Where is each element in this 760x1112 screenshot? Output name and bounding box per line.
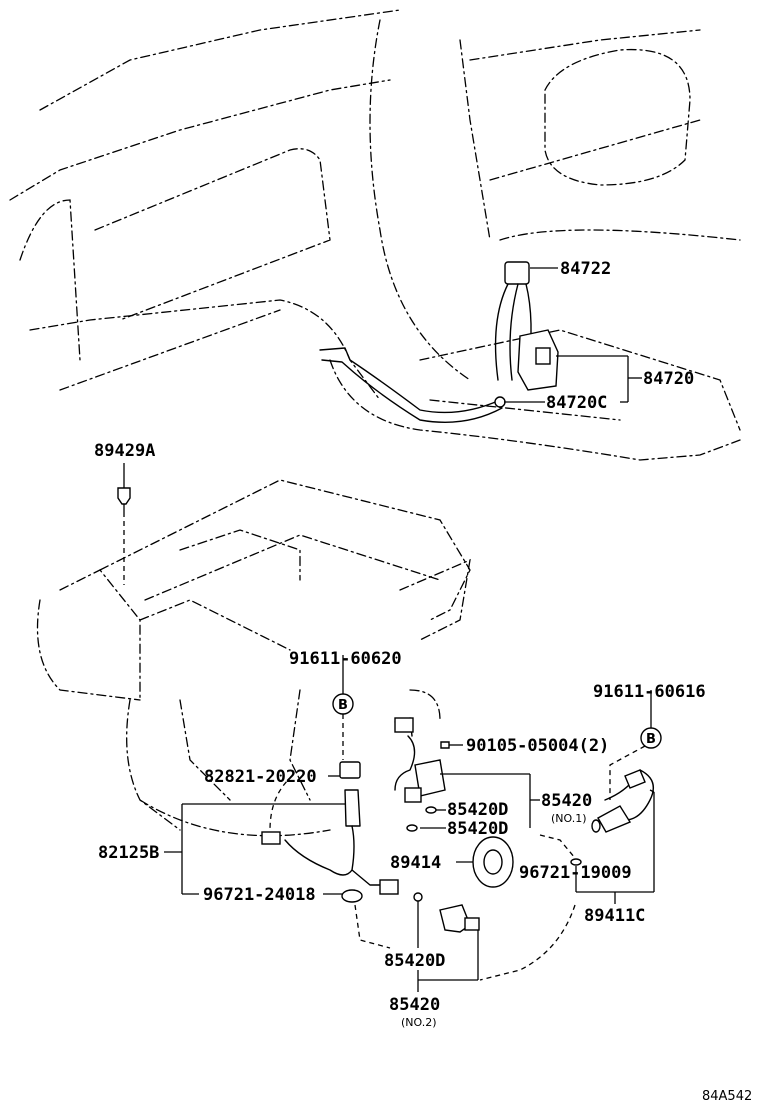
vehicle-body-outline — [9, 9, 741, 461]
label-90105-05004: 90105-05004(2) — [466, 736, 609, 756]
label-91611-60616: 91611-60616 — [593, 682, 706, 702]
label-82125B: 82125B — [98, 843, 159, 863]
label-96721-24018: 96721-24018 — [203, 885, 316, 905]
diagram-reference-code: 84A542 — [702, 1089, 752, 1104]
label-85420-no1: 85420 — [541, 791, 592, 811]
label-85420D-c: 85420D — [384, 951, 445, 971]
callout-b-right: B — [609, 705, 662, 800]
label-82821-20220: 82821-20220 — [204, 767, 317, 787]
callout-b-left-letter: B — [338, 698, 348, 713]
speed-sensor-85420-no1 — [394, 717, 450, 832]
label-85420-no1-sub: (NO.1) — [551, 812, 587, 825]
part-labels: 84722 84720 84720C 89429A 91611-60620 91… — [94, 259, 752, 1104]
rotor-89414 — [472, 836, 514, 888]
label-96721-19009: 96721-19009 — [519, 863, 632, 883]
abs-sensor-89411C — [539, 769, 654, 866]
engine-block-outline — [36, 479, 471, 837]
leader-lines — [164, 267, 655, 992]
label-85420-no2-sub: (NO.2) — [401, 1016, 437, 1029]
callout-b-left: B — [332, 672, 354, 760]
label-84720C: 84720C — [546, 393, 607, 413]
callout-b-right-letter: B — [646, 732, 656, 747]
label-84722: 84722 — [560, 259, 611, 279]
label-85420-no2: 85420 — [389, 995, 440, 1015]
label-89429A: 89429A — [94, 441, 155, 461]
speed-sensor-85420-no2 — [354, 892, 576, 981]
label-84720: 84720 — [643, 369, 694, 389]
label-89414: 89414 — [390, 853, 441, 873]
sensor-89429A — [117, 463, 131, 585]
label-91611-60620: 91611-60620 — [289, 649, 402, 669]
wire-harness-82125B — [261, 761, 399, 903]
label-89411C: 89411C — [584, 906, 645, 926]
switch-84722-assembly — [319, 261, 559, 423]
label-85420D-a: 85420D — [447, 800, 508, 820]
label-85420D-b: 85420D — [447, 819, 508, 839]
